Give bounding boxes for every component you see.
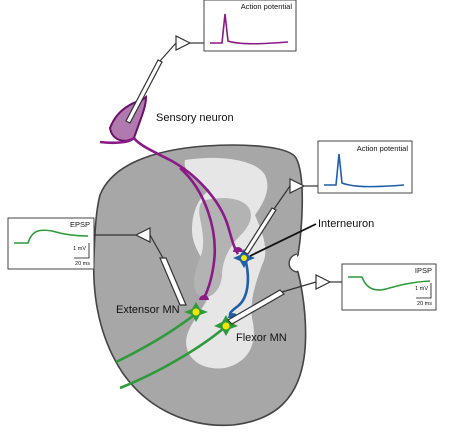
inner-grey-region <box>193 198 251 298</box>
electrode-interneuron <box>243 178 318 255</box>
ipsp-scale-mv: 1 mV <box>415 286 428 292</box>
sensory-ap-box: Action potential <box>203 0 297 52</box>
ipsp-trace <box>348 276 431 291</box>
sensory-terminal-extensor <box>199 295 209 300</box>
ipsp-scale-bar <box>416 283 432 299</box>
epsp-title: EPSP <box>70 220 90 229</box>
sensory-ap-title: Action potential <box>241 2 293 11</box>
flexor-mn-axon <box>119 327 225 390</box>
epsp-scale-mv: 1 mV <box>73 246 86 252</box>
inter-ap-box: Action potential <box>317 140 413 194</box>
electrode-extensor <box>94 227 187 306</box>
ipsp-box: IPSP 1 mV 20 ms <box>341 263 437 311</box>
ipsp-scale-ms: 20 ms <box>417 301 432 307</box>
extensor-mn-nucleus <box>192 308 200 316</box>
label-sensory-neuron: Sensory neuron <box>156 112 234 124</box>
interneuron-pointer <box>249 223 317 257</box>
label-flexor-mn: Flexor MN <box>236 332 287 344</box>
epsp-trace <box>14 229 89 244</box>
inter-ap-trace <box>324 153 405 188</box>
sensory-axon <box>99 136 240 255</box>
label-extensor-mn: Extensor MN <box>116 304 180 316</box>
ipsp-title: IPSP <box>415 266 432 275</box>
sensory-collateral <box>179 167 216 299</box>
flexor-mn-nucleus <box>222 322 230 330</box>
sensory-terminal-inter <box>233 247 243 252</box>
epsp-scale-ms: 20 ms <box>75 261 90 267</box>
epsp-box: EPSP 1 mV 20 ms <box>7 217 95 270</box>
electrode-sensory <box>125 35 204 124</box>
inter-ap-title: Action potential <box>357 144 409 153</box>
extensor-mn-axon <box>115 310 199 364</box>
sensory-ap-trace <box>210 13 289 45</box>
label-interneuron: Interneuron <box>318 218 374 230</box>
epsp-scale-bar <box>74 243 90 259</box>
interneuron-nucleus <box>241 255 247 261</box>
central-notch <box>288 253 298 273</box>
electrode-flexor <box>227 274 342 325</box>
